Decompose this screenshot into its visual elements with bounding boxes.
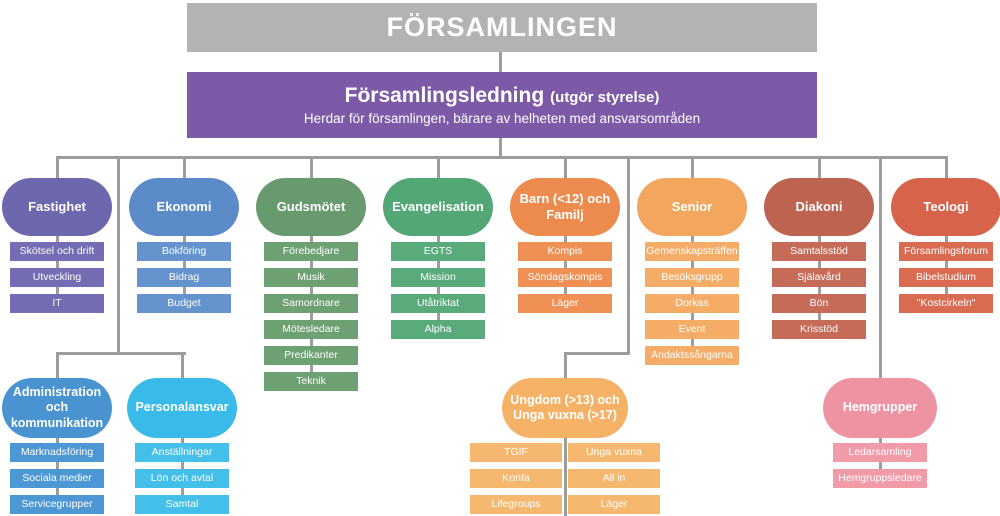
org-node-diakoni: Diakoni — [764, 178, 874, 236]
connector-line — [309, 156, 313, 180]
connector-line — [498, 52, 502, 72]
connector-line — [690, 156, 694, 180]
org-item: Servicegrupper — [10, 495, 104, 514]
org-item: Sociala medier — [10, 469, 104, 488]
connector-line — [626, 156, 630, 355]
org-item: Budget — [137, 294, 231, 313]
org-item: Samtal — [135, 495, 229, 514]
connector-line — [116, 156, 120, 355]
org-node-hemgrupper-label: Hemgrupper — [842, 400, 918, 415]
org-node-teologi-label: Teologi — [923, 199, 969, 215]
org-item: Läger — [568, 495, 660, 514]
root-banner: FÖRSAMLINGEN — [187, 3, 817, 52]
org-node-gudsmotet: Gudsmötet — [256, 178, 366, 236]
org-item: Event — [645, 320, 739, 339]
org-item: Söndagskompis — [518, 268, 612, 287]
org-node-ekonomi: Ekonomi — [129, 178, 239, 236]
org-item: Bön — [772, 294, 866, 313]
org-node-ekonomi-label: Ekonomi — [156, 199, 212, 215]
org-item: Anställningar — [135, 443, 229, 462]
connector-line — [180, 352, 184, 380]
org-item: IT — [10, 294, 104, 313]
org-item: Samtalsstöd — [772, 242, 866, 261]
org-node-administration-label: Administration och kommunikation — [10, 385, 104, 430]
org-node-senior: Senior — [637, 178, 747, 236]
connector-line — [878, 156, 882, 380]
connector-line — [436, 156, 440, 180]
org-item: Ledarsamling — [833, 443, 927, 462]
org-item: TGIF — [470, 443, 562, 462]
org-item: Skötsel och drift — [10, 242, 104, 261]
org-item: Hemgruppsledare — [833, 469, 927, 488]
leadership-title-suffix: (utgör styrelse) — [550, 89, 660, 106]
org-item: Mötesledare — [264, 320, 358, 339]
org-node-ungdom-label: Ungdom (>13) och Unga vuxna (>17) — [510, 392, 620, 422]
org-item: Musik — [264, 268, 358, 287]
org-node-fastighet: Fastighet — [2, 178, 112, 236]
org-item: All in — [568, 469, 660, 488]
org-item: Krisstöd — [772, 320, 866, 339]
org-node-personalansvar-label: Personalansvar — [135, 400, 229, 415]
org-item: Församlingsforum — [899, 242, 993, 261]
org-node-teologi: Teologi — [891, 178, 1000, 236]
connector-line — [563, 352, 630, 355]
leadership-subtitle: Herdar för församlingen, bärare av helhe… — [303, 111, 701, 126]
connector-line — [817, 156, 821, 180]
org-node-personalansvar: Personalansvar — [127, 378, 237, 438]
connector-line — [55, 156, 948, 159]
org-item: Själavård — [772, 268, 866, 287]
org-item: Förebedjare — [264, 242, 358, 261]
org-node-hemgrupper: Hemgrupper — [823, 378, 937, 438]
connector-line — [944, 156, 948, 180]
leadership-title: Församlingsledning — [344, 84, 545, 107]
org-item: Konfa — [470, 469, 562, 488]
org-item: Bidrag — [137, 268, 231, 287]
leadership-banner: Församlingsledning (utgör styrelse) Herd… — [187, 72, 817, 138]
org-node-fastighet-label: Fastighet — [28, 199, 86, 215]
connector-line — [55, 352, 59, 380]
org-node-diakoni-label: Diakoni — [795, 199, 843, 215]
org-node-senior-label: Senior — [671, 199, 713, 215]
connector-line — [563, 156, 567, 180]
org-node-barn-och-familj-label: Barn (<12) och Familj — [519, 191, 611, 222]
org-item: Alpha — [391, 320, 485, 339]
org-node-evangelisation: Evangelisation — [383, 178, 493, 236]
org-item: Lifegroups — [470, 495, 562, 514]
org-item: Gemenskapsträffen — [645, 242, 739, 261]
root-title: FÖRSAMLINGEN — [386, 12, 618, 42]
org-item: Marknadsföring — [10, 443, 104, 462]
org-node-evangelisation-label: Evangelisation — [392, 199, 484, 215]
connector-line — [55, 352, 186, 355]
org-item: Kompis — [518, 242, 612, 261]
org-item: Lön och avtal — [135, 469, 229, 488]
org-node-administration: Administration och kommunikation — [2, 378, 112, 438]
org-node-gudsmotet-label: Gudsmötet — [276, 199, 346, 215]
connector-line — [563, 352, 567, 380]
org-item: Bibelstudium — [899, 268, 993, 287]
org-item: Teknik — [264, 372, 358, 391]
connector-line — [55, 156, 59, 180]
org-item: Dorkas — [645, 294, 739, 313]
connector-line — [563, 436, 567, 516]
org-item: Samordnare — [264, 294, 358, 313]
org-item: Andaktssångarna — [645, 346, 739, 365]
org-item: Mission — [391, 268, 485, 287]
org-node-ungdom: Ungdom (>13) och Unga vuxna (>17) — [502, 378, 628, 438]
org-item: Läger — [518, 294, 612, 313]
org-item: Predikanter — [264, 346, 358, 365]
org-item: Bokföring — [137, 242, 231, 261]
org-item: Besöksgrupp — [645, 268, 739, 287]
org-item: Utveckling — [10, 268, 104, 287]
org-item: "Kostcirkeln" — [899, 294, 993, 313]
org-node-barn-och-familj: Barn (<12) och Familj — [510, 178, 620, 236]
org-item: Unga vuxna — [568, 443, 660, 462]
connector-line — [498, 138, 502, 158]
connector-line — [182, 156, 186, 180]
org-item: Utåtriktat — [391, 294, 485, 313]
org-item: EGTS — [391, 242, 485, 261]
